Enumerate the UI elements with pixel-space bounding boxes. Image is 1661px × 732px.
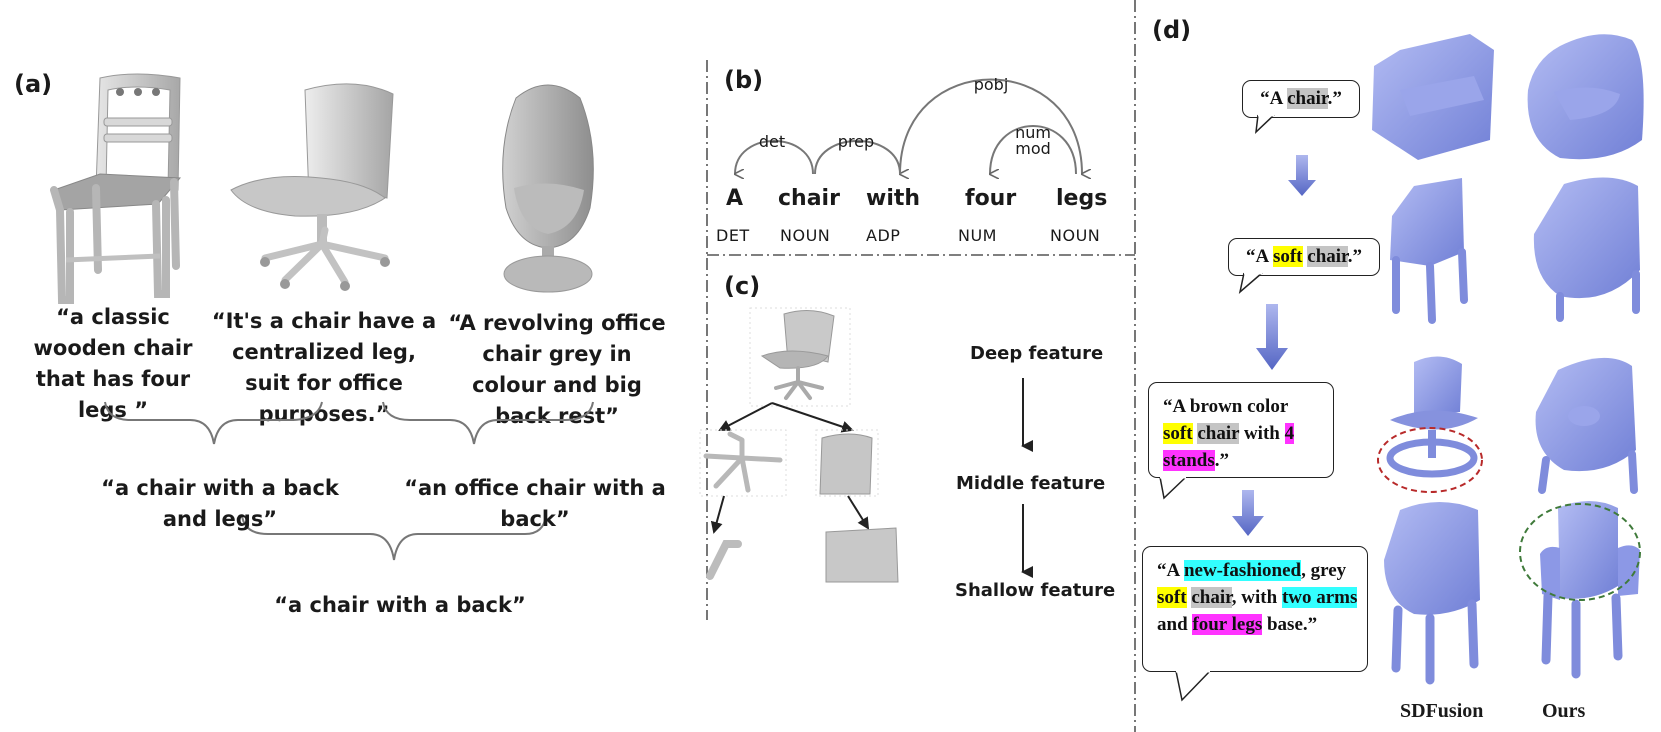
pos-det: DET [716, 226, 750, 245]
wooden-chair-image [50, 73, 182, 304]
sdfusion-chair-4 [1384, 502, 1480, 685]
ours-chair-4 [1540, 501, 1640, 679]
caption-centralized-chair: “It's a chair have a centralized leg, su… [211, 309, 437, 426]
word-legs: legs [1056, 186, 1108, 211]
dep-label-det: det [758, 132, 786, 151]
prompt-3-text-a: “A brown color [1163, 396, 1289, 417]
prompt-4-soft: soft [1157, 587, 1187, 608]
word-with: with [866, 186, 921, 211]
prompt-bubble-3: “A brown color soft chair with 4 stands.… [1148, 382, 1334, 478]
prompt-4-four-legs: four legs [1192, 614, 1263, 635]
column-label-sdfusion: SDFusion [1400, 700, 1484, 722]
sdfusion-defect-red-circle [1377, 427, 1483, 493]
dependency-arcs [0, 78, 1130, 260]
caption-wooden-chair: “a classic wooden chair that has four le… [33, 305, 193, 422]
feature-hierarchy-diagram [699, 307, 899, 583]
prompt-2-text-a: “A [1246, 246, 1273, 267]
word-chair: chair [778, 186, 840, 211]
pos-adp: ADP [866, 226, 901, 245]
prompt-2-chair: chair [1307, 246, 1348, 267]
pos-noun-1: NOUN [780, 226, 831, 245]
middle-base-image [699, 429, 787, 497]
deep-chair-image [749, 307, 851, 407]
prompt-2-soft: soft [1272, 246, 1303, 267]
merge-braces [104, 401, 594, 561]
dep-label-prep: prep [837, 132, 875, 151]
prompt-4-text-c: , with [1231, 587, 1282, 608]
dep-label-nummod-line2: mod [1015, 139, 1051, 158]
column-label-ours: Ours [1542, 700, 1586, 722]
ours-arms-green-circle [1519, 503, 1641, 601]
ours-chair-2 [1533, 177, 1640, 322]
shallow-feature-label: Shallow feature [955, 580, 1116, 601]
merged-caption-final: “a chair with a back” [274, 593, 526, 617]
prompt-bubble-2: “A soft chair.” [1228, 238, 1380, 276]
prompt-1-chair: chair [1287, 88, 1328, 109]
prompt-bubble-1: “A chair.” [1242, 80, 1360, 118]
merged-caption-right: “an office chair with a back” [404, 476, 666, 531]
deep-feature-label: Deep feature [970, 343, 1104, 364]
ours-chair-1 [1527, 34, 1644, 160]
sdfusion-chair-1 [1372, 34, 1494, 160]
shallow-leg-image [706, 540, 742, 580]
panel-b-label: (b) [724, 66, 764, 94]
sdfusion-chair-3 [1386, 356, 1478, 478]
prompt-4-text-e: base.” [1262, 614, 1318, 635]
sdfusion-chair-2 [1390, 178, 1468, 324]
prompt-1-text-a: “A [1260, 88, 1288, 109]
prompt-4-new-fashioned: new-fashioned [1183, 560, 1302, 581]
prompt-4-two-arms: two arms [1281, 587, 1358, 608]
merged-caption-left: “a chair with a back and legs” [101, 476, 339, 531]
word-a: A [726, 186, 744, 211]
generated-chair-models [1372, 34, 1644, 685]
feature-level-arrows [1021, 378, 1033, 578]
caption-revolving-chair: “A revolving office chair grey in colour… [448, 311, 666, 428]
word-four: four [965, 186, 1017, 211]
ours-chair-3 [1535, 357, 1638, 494]
prompt-3-text-b: with [1239, 423, 1285, 444]
middle-back-image [815, 429, 879, 497]
panel-d-label: (d) [1152, 16, 1192, 44]
prompt-3-chair: chair [1197, 423, 1240, 444]
dep-label-pobj: pobj [973, 75, 1009, 94]
prompt-1-text-b: .” [1327, 88, 1342, 109]
middle-feature-label: Middle feature [956, 473, 1106, 494]
prompt-bubble-4: “A new-fashioned, grey soft chair, with … [1142, 546, 1368, 672]
panel-c-label: (c) [724, 272, 761, 300]
prompt-4-chair: chair [1191, 587, 1232, 608]
panel-a-label: (a) [14, 70, 53, 98]
prompt-4-text-d: and [1157, 614, 1193, 635]
dep-label-nummod: num mod [1010, 125, 1056, 157]
revolving-chair-image [502, 84, 594, 293]
prompt-2-text-b: .” [1347, 246, 1362, 267]
pos-num: NUM [958, 226, 997, 245]
prompt-3-soft: soft [1163, 423, 1193, 444]
prompt-4-text-b: , grey [1301, 560, 1347, 581]
shallow-back-image [825, 527, 899, 583]
prompt-3-text-c: .” [1214, 450, 1229, 471]
prompt-4-text-a: “A [1157, 560, 1184, 581]
dep-label-nummod-line1: num [1015, 123, 1051, 142]
pos-noun-2: NOUN [1050, 226, 1101, 245]
office-chair-image [230, 83, 394, 291]
